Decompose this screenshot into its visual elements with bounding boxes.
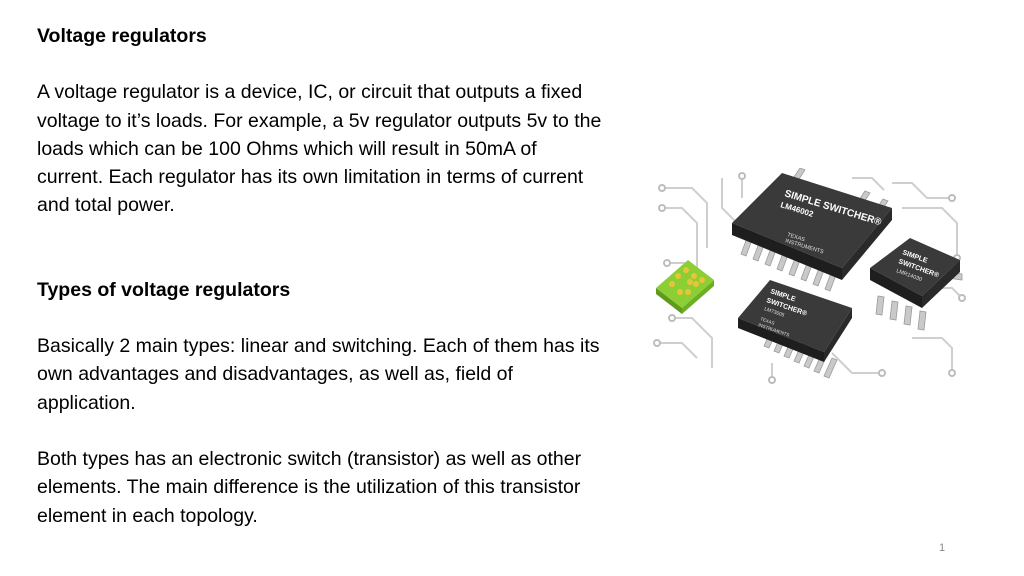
chip-lm46002: SIMPLE SWITCHER® LM46002 TEXAS INSTRUMEN… [732,168,892,292]
green-module [656,260,714,314]
chips-illustration: SIMPLE SWITCHER® LM46002 TEXAS INSTRUMEN… [653,168,966,384]
chip-lm73605: SIMPLE SWITCHER® LM73605 TEXAS INSTRUMEN… [738,280,852,379]
pcb-vias [653,172,966,384]
types-paragraph: Basically 2 main types: linear and switc… [37,335,600,414]
page-number: 1 [938,542,946,554]
intro-paragraph: A voltage regulator is a device, IC, or … [37,81,602,217]
chip-large-brand1: TEXAS [786,232,805,243]
text-column: Voltage regulators A voltage regulator i… [37,22,607,530]
chip-front-brand1: TEXAS [760,316,776,326]
voltage-regulator-chips-image: SIMPLE SWITCHER® LM46002 TEXAS INSTRUMEN… [652,168,968,384]
subtitle-types: Types of voltage regulators [37,278,291,301]
title-voltage-regulators: Voltage regulators [37,25,207,47]
switch-paragraph: Both types has an electronic switch (tra… [37,447,582,527]
chip-lmr14030: SIMPLE SWITCHER® LMR14030 [870,238,963,331]
